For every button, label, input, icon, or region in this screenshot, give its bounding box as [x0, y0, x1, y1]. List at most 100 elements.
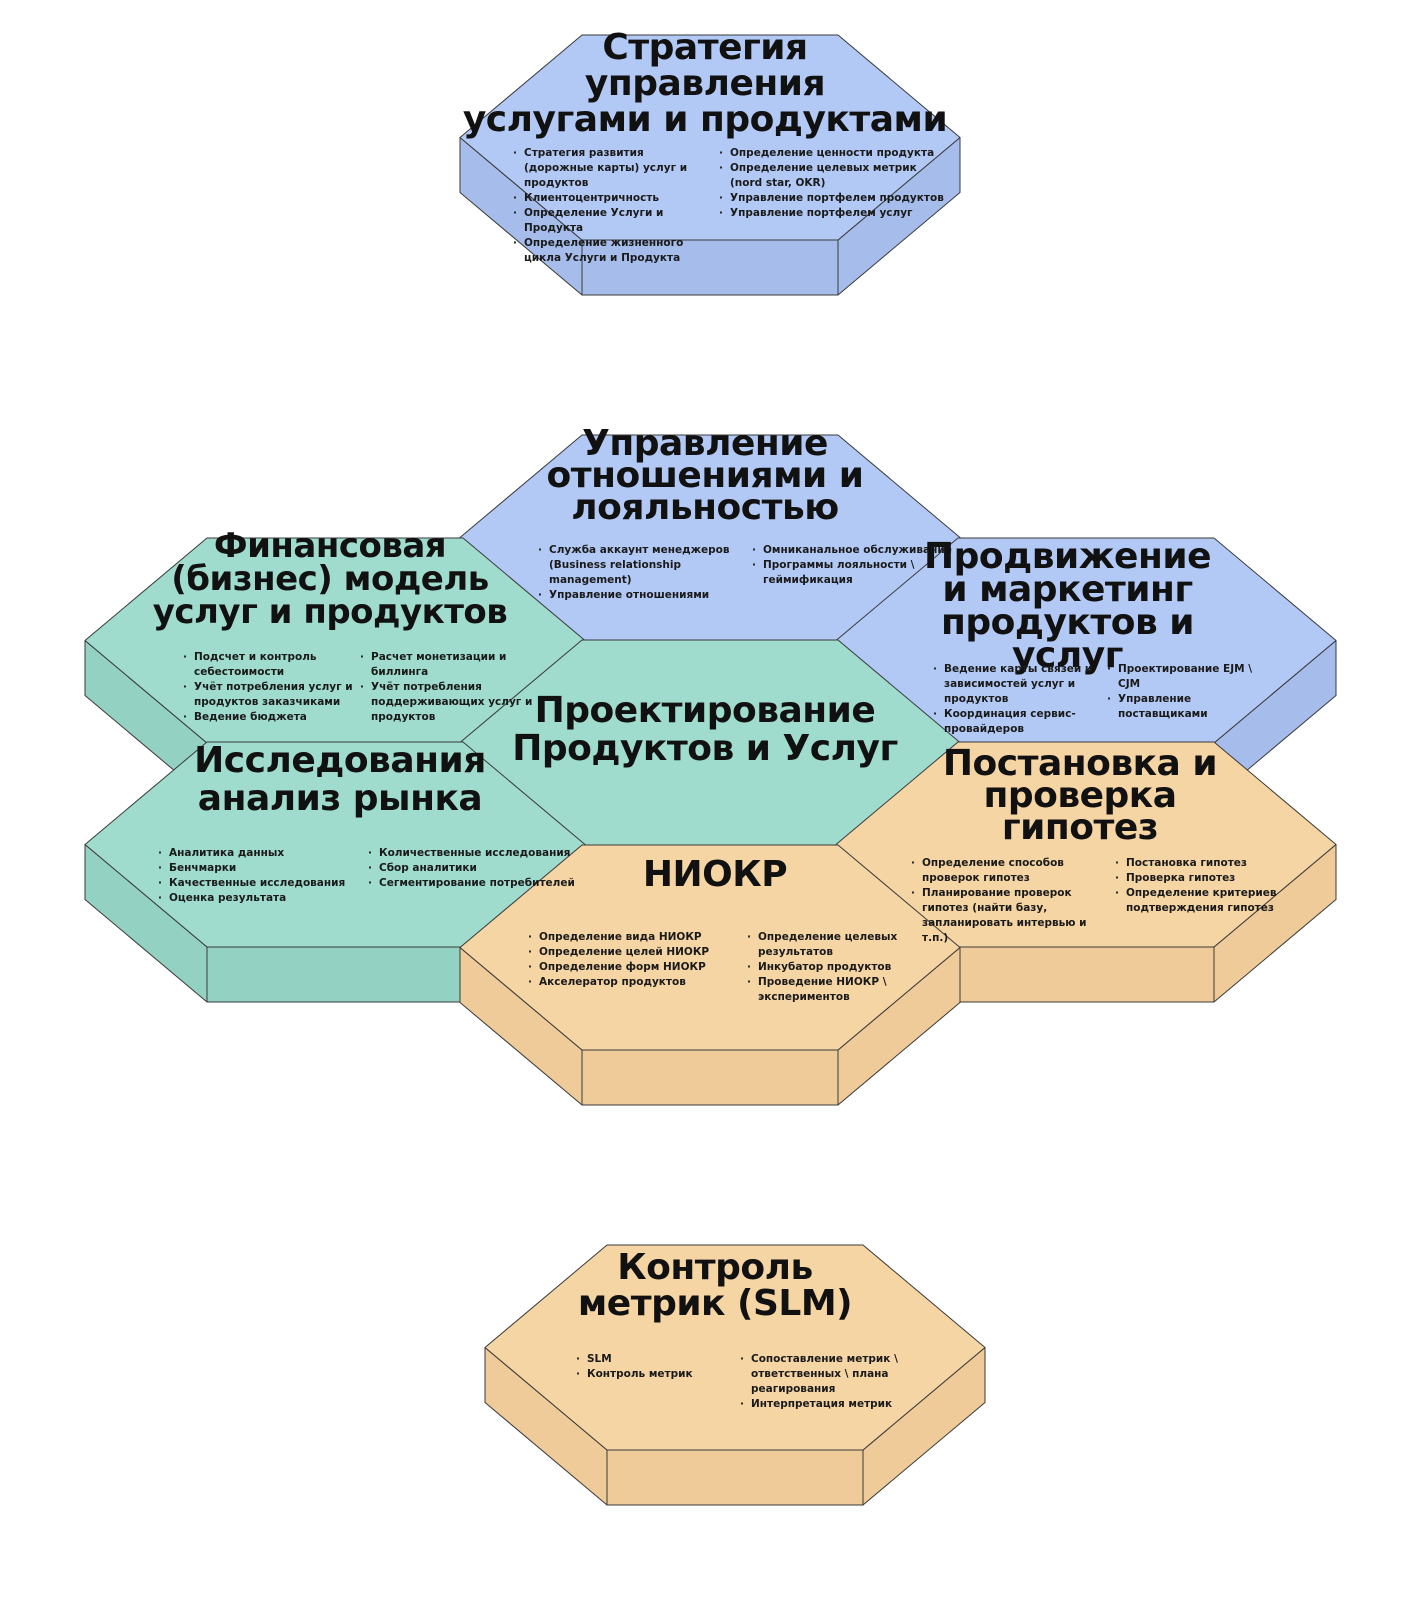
hex-title-line: НИОКР [642, 854, 788, 895]
bullet-column: Определение способов проверок гипотезПла… [908, 856, 1112, 946]
bullet-item: Интерпретация метрик [740, 1397, 941, 1412]
bullet-column: Служба аккаунт менеджеров (Business rela… [535, 543, 749, 603]
hex-title-line: и маркетинг [942, 569, 1193, 610]
bullet-item: Подсчет и контроль себестоимости [183, 650, 357, 680]
bullet-item: SLM [576, 1352, 737, 1367]
bullet-item: Инкубатор продуктов [747, 960, 933, 975]
bullet-item: Оценка результата [158, 891, 365, 906]
hex-bullets-hypothesis: Определение способов проверок гипотезПла… [908, 856, 1286, 946]
bullet-column: Подсчет и контроль себестоимостиУчёт пот… [180, 650, 357, 725]
bullet-item: Проведение НИОКР \ экспериментов [747, 975, 933, 1005]
hex-bullets-marketing: Ведение карты связей и зависимостей услу… [930, 662, 1253, 737]
bullet-item: Учёт потребления поддерживающих услуг и … [360, 680, 536, 725]
hex-title-line: Управление [582, 423, 828, 464]
bullet-column: Количественные исследованияСбор аналитик… [365, 846, 579, 906]
bullet-item: Расчет монетизации и биллинга [360, 650, 536, 680]
bullet-item: Управление портфелем продуктов [719, 191, 945, 206]
bullet-item: Сегментирование потребителей [368, 876, 579, 891]
bullet-item: Стратегия развития (дорожные карты) услу… [513, 146, 716, 191]
hex-title-line: услугами и продуктами [462, 99, 948, 140]
bullet-column: Определение ценности продуктаОпределение… [716, 146, 945, 266]
hex-title-line: Проектирование [534, 690, 876, 731]
bullet-item: Планирование проверок гипотез (найти баз… [911, 886, 1112, 946]
bullet-item: Управление поставщиками [1107, 692, 1253, 722]
hex-title-line: Продуктов и Услуг [512, 728, 898, 769]
bullet-item: Определение целевых метрик (nord star, O… [719, 161, 945, 191]
hex-title-line: лояльностью [571, 487, 839, 528]
bullet-column: Расчет монетизации и биллингаУчёт потреб… [357, 650, 536, 725]
bullet-item: Управление отношениями [538, 588, 749, 603]
bullet-item: Контроль метрик [576, 1367, 737, 1382]
hex-bullets-slm: SLMКонтроль метрикСопоставление метрик \… [573, 1352, 941, 1412]
bullet-item: Определение ценности продукта [719, 146, 945, 161]
bullet-item: Ведение бюджета [183, 710, 357, 725]
bullet-item: Количественные исследования [368, 846, 579, 861]
bullet-item: Управление портфелем услуг [719, 206, 945, 221]
bullet-item: Координация сервис-провайдеров [933, 707, 1104, 737]
bullet-column: Аналитика данныхБенчмаркиКачественные ис… [155, 846, 365, 906]
bullet-column: Стратегия развития (дорожные карты) услу… [510, 146, 716, 266]
bullet-item: Омниканальное обслуживание [752, 543, 953, 558]
bullet-column: Определение целевых результатовИнкубатор… [744, 930, 933, 1005]
hex-title-line: Стратегия [602, 27, 808, 68]
bullet-item: Ведение карты связей и зависимостей услу… [933, 662, 1104, 707]
hex-bullets-niokr: Определение вида НИОКРОпределение целей … [525, 930, 933, 1005]
hex-bullets-research: Аналитика данныхБенчмаркиКачественные ис… [155, 846, 579, 906]
hex-title-line: отношениями и [546, 455, 864, 496]
bullet-item: Определение жизненного цикла Услуги и Пр… [513, 236, 716, 266]
bullet-column: Сопоставление метрик \ ответственных \ п… [737, 1352, 941, 1412]
hex-title-line: (бизнес) модель [171, 559, 489, 599]
bullet-item: Проектирование EJM \ CJM [1107, 662, 1253, 692]
hex-title-line: Финансовая [213, 526, 447, 566]
hex-title-line: Постановка и [942, 743, 1218, 784]
hex-title-line: управления [584, 63, 826, 104]
hex-side-bottom [206, 946, 464, 1003]
bullet-column: Проектирование EJM \ CJMУправление поста… [1104, 662, 1253, 737]
hex-title-line: услуг и продуктов [152, 592, 508, 632]
bullet-column: Омниканальное обслуживаниеПрограммы лоял… [749, 543, 953, 603]
bullet-item: Определение Услуги и Продукта [513, 206, 716, 236]
hex-side-bottom [606, 1449, 864, 1506]
bullet-column: Определение вида НИОКРОпределение целей … [525, 930, 744, 1005]
hex-bullets-strategy: Стратегия развития (дорожные карты) услу… [510, 146, 945, 266]
bullet-item: Сопоставление метрик \ ответственных \ п… [740, 1352, 941, 1397]
bullet-item: Сбор аналитики [368, 861, 579, 876]
bullet-item: Акселератор продуктов [528, 975, 744, 990]
hex-title-line: Контроль [617, 1247, 813, 1288]
hex-title-line: проверка [983, 775, 1177, 816]
bullet-item: Бенчмарки [158, 861, 365, 876]
bullet-item: Качественные исследования [158, 876, 365, 891]
bullet-item: Проверка гипотез [1115, 871, 1286, 886]
bullet-item: Учёт потребления услуг и продуктов заказ… [183, 680, 357, 710]
hex-title-line: метрик (SLM) [577, 1283, 853, 1324]
hex-title-niokr: НИОКР [580, 855, 850, 895]
bullet-item: Клиентоцентричность [513, 191, 716, 206]
bullet-item: Служба аккаунт менеджеров (Business rela… [538, 543, 749, 588]
bullet-item: Определение вида НИОКР [528, 930, 744, 945]
hex-bullets-relations: Служба аккаунт менеджеров (Business rela… [535, 543, 953, 603]
bullet-item: Определение критериев подтверждения гипо… [1115, 886, 1286, 916]
bullet-item: Программы лояльности \ геймификация [752, 558, 953, 588]
hex-title-line: Исследования [194, 740, 486, 781]
hex-title-line: гипотез [1001, 807, 1159, 848]
hex-title-line: Продвижение [924, 536, 1211, 577]
hex-side-bottom [581, 1049, 839, 1106]
bullet-item: Определение целевых результатов [747, 930, 933, 960]
bullet-item: Определение форм НИОКР [528, 960, 744, 975]
bullet-item: Аналитика данных [158, 846, 365, 861]
hex-bullets-finance: Подсчет и контроль себестоимостиУчёт пот… [180, 650, 536, 725]
bullet-item: Постановка гипотез [1115, 856, 1286, 871]
bullet-item: Определение способов проверок гипотез [911, 856, 1112, 886]
hex-side-bottom [957, 946, 1215, 1003]
bullet-column: SLMКонтроль метрик [573, 1352, 737, 1412]
hex-title-line: анализ рынка [197, 778, 483, 819]
bullet-column: Постановка гипотезПроверка гипотезОпреде… [1112, 856, 1286, 946]
